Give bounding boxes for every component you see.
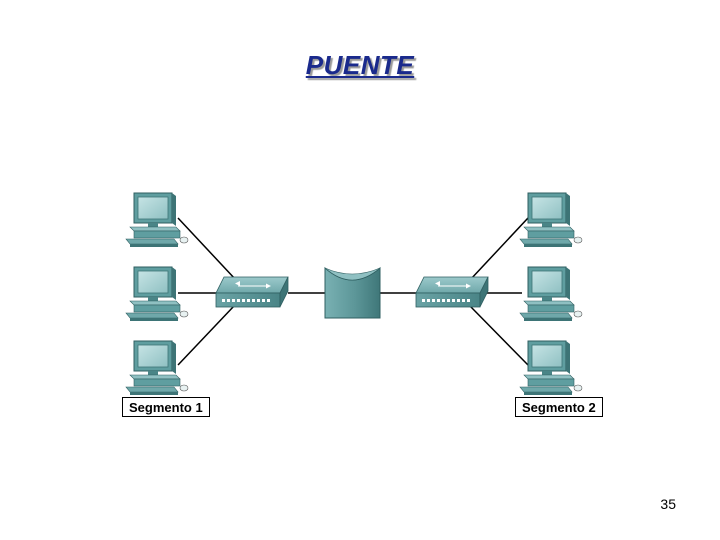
page-title: PUENTE <box>305 50 415 80</box>
computer-icon <box>519 192 583 248</box>
link-seg1-pc1 <box>177 217 237 281</box>
computer-icon <box>519 340 583 396</box>
computer-icon <box>125 266 189 322</box>
page-number: 35 <box>660 496 676 512</box>
segment-1-label: Segmento 1 <box>122 397 210 417</box>
link-seg2-pc1 <box>469 217 529 281</box>
link-seg1-pc3 <box>177 305 235 366</box>
computer-icon <box>125 340 189 396</box>
connection-lines <box>177 217 529 366</box>
hub-icon <box>415 276 489 308</box>
bridge-icon <box>324 266 381 319</box>
computer-icon <box>519 266 583 322</box>
segment-2-label: Segmento 2 <box>515 397 603 417</box>
hub-icon <box>215 276 289 308</box>
link-seg2-pc3 <box>469 305 529 366</box>
computer-icon <box>125 192 189 248</box>
